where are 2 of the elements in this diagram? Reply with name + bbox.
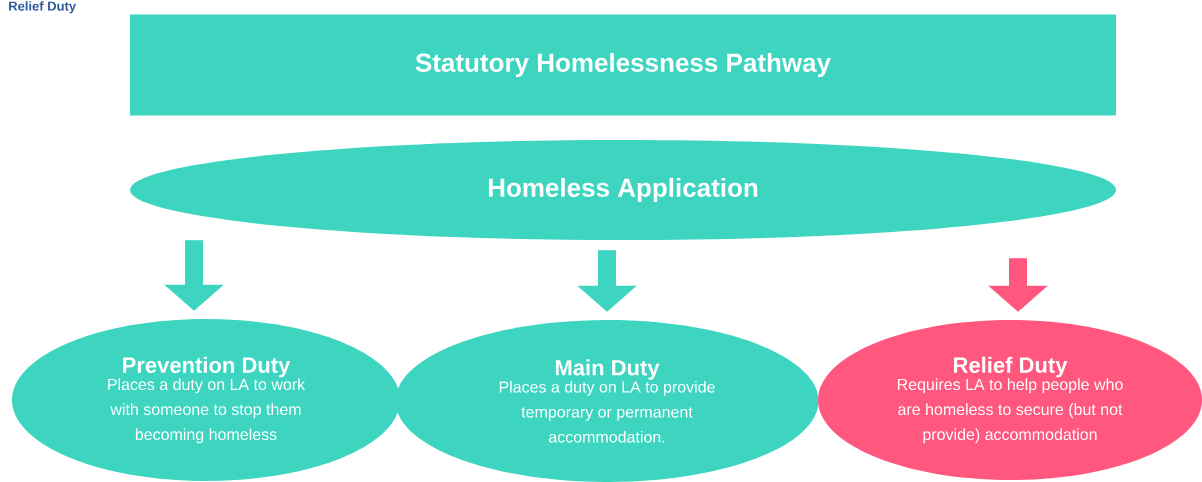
section-heading: Relief Duty bbox=[9, 1, 77, 14]
title-banner: Statutory Homelessness Pathway bbox=[130, 14, 1116, 116]
